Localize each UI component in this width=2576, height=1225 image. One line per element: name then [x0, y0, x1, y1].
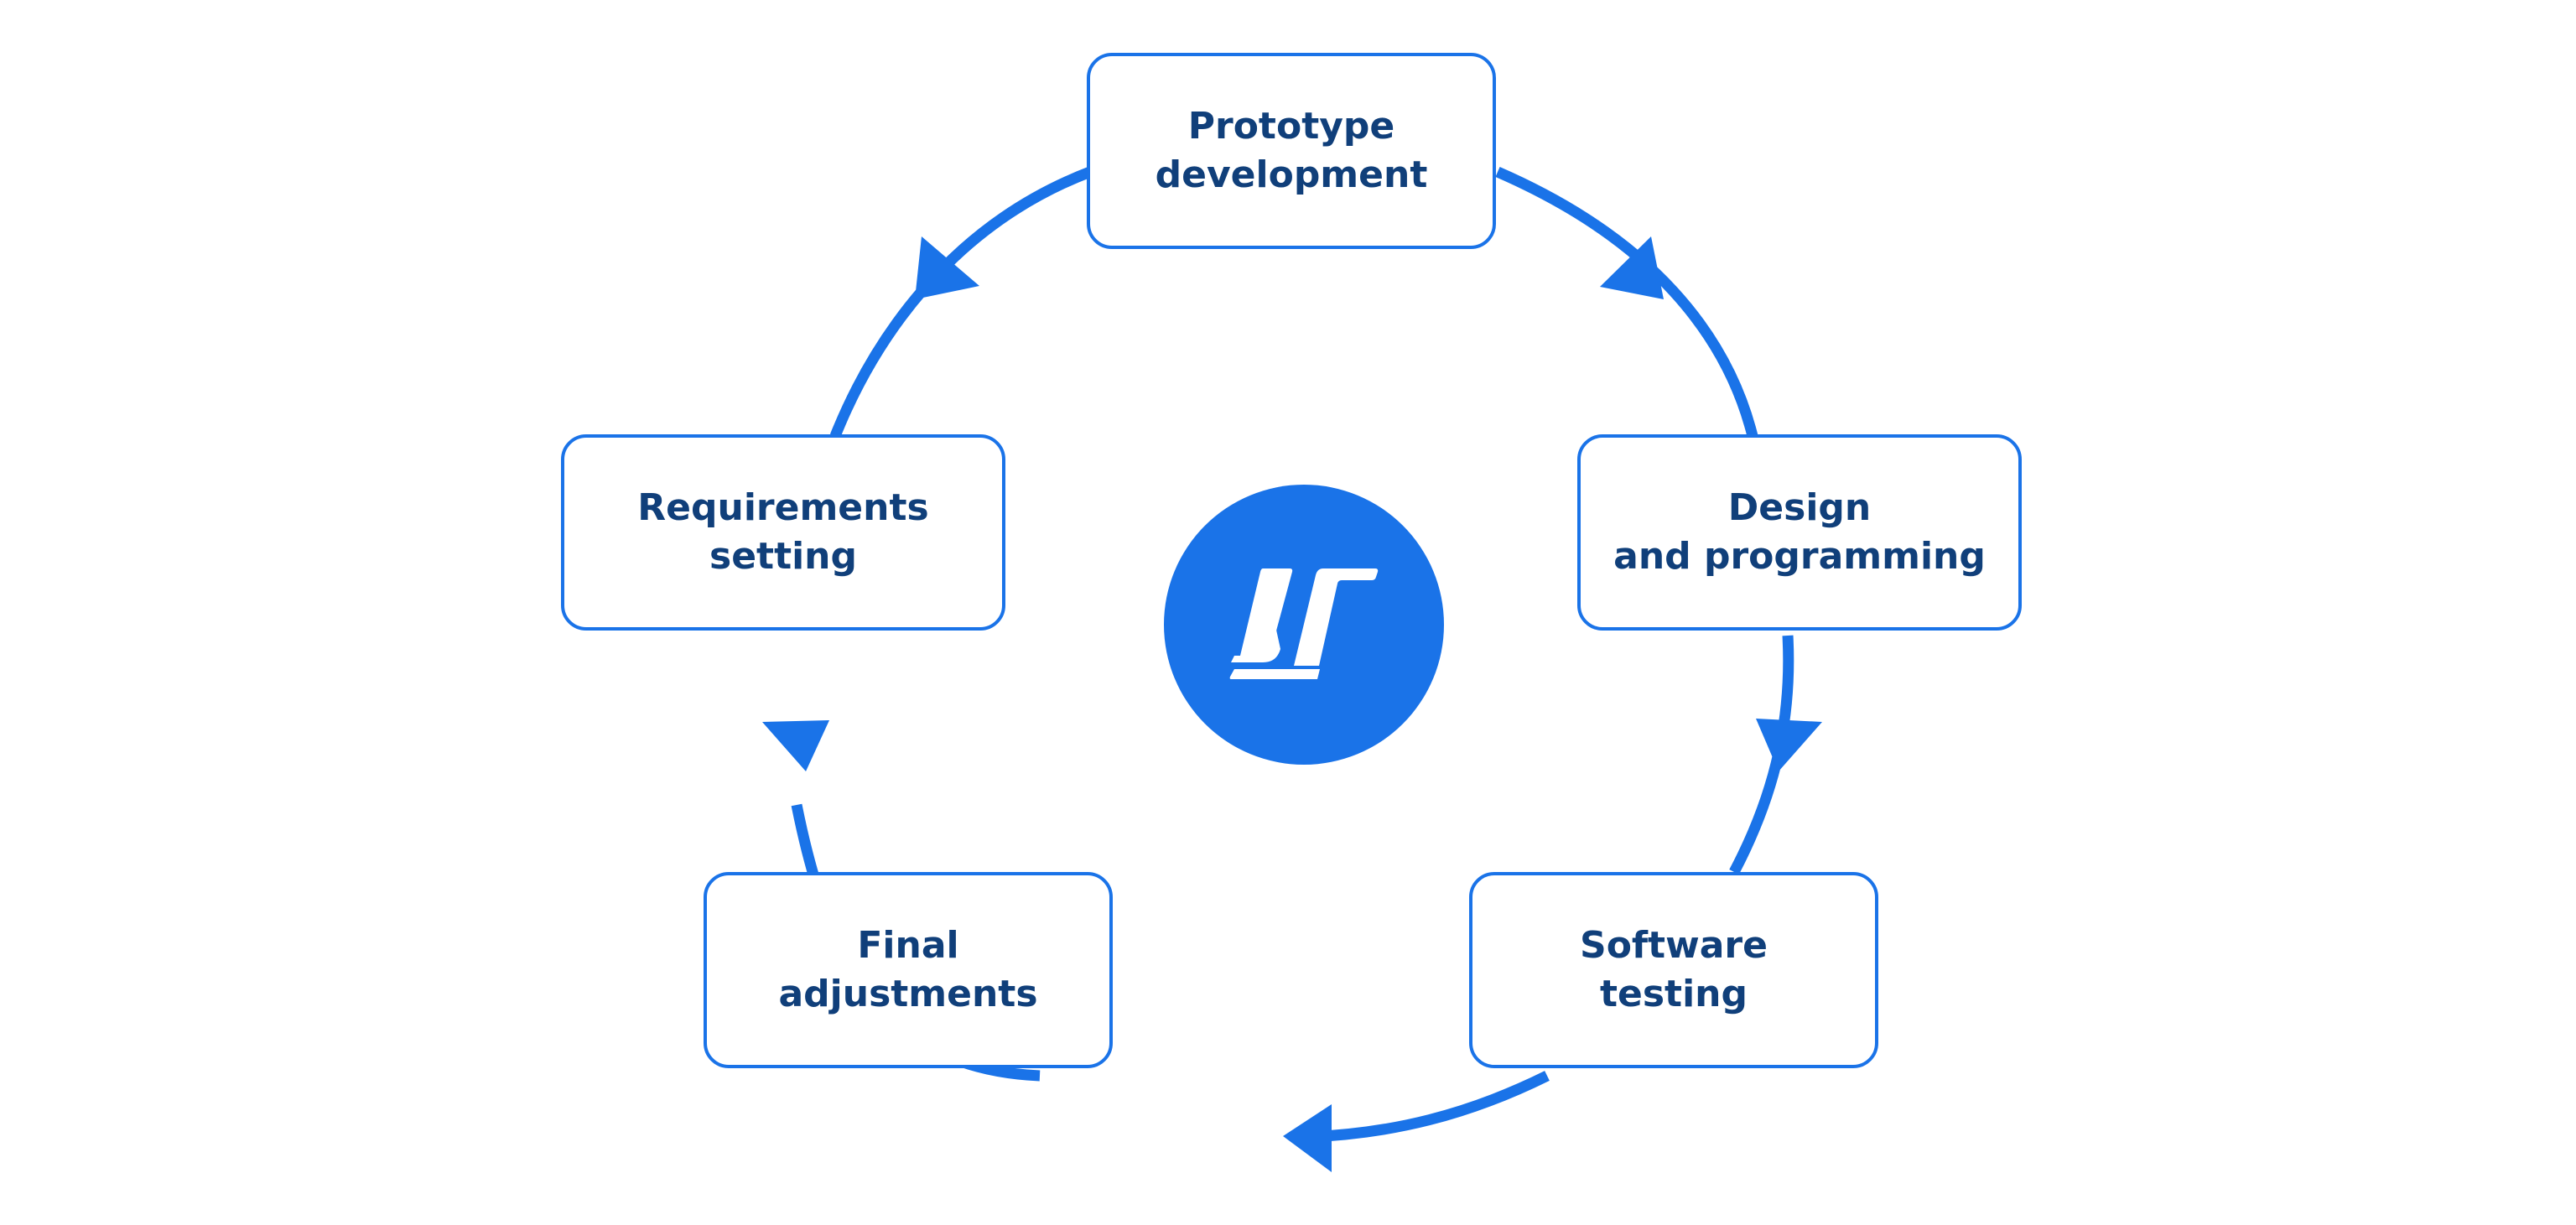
arrowhead-to-requirements — [762, 720, 829, 771]
arrowhead-to-final — [1283, 1104, 1332, 1172]
arrowhead-to-testing — [1756, 719, 1822, 771]
arrowhead-to-prototype — [915, 236, 979, 299]
brand-logo-icon — [1229, 568, 1379, 679]
step-requirements-setting: Requirements setting — [561, 434, 1005, 631]
step-label: Final adjustments — [778, 924, 1038, 1015]
step-design-and-programming: Design and programming — [1577, 434, 2022, 631]
connector-requirements-to-prototype — [829, 166, 1093, 439]
step-label: Requirements setting — [637, 486, 929, 578]
step-software-testing: Software testing — [1469, 872, 1878, 1068]
connector-prototype-to-design — [1495, 167, 1758, 438]
step-label: Design and programming — [1613, 486, 1986, 578]
step-final-adjustments: Final adjustments — [704, 872, 1113, 1068]
step-label: Prototype development — [1155, 105, 1428, 196]
connector-testing-to-final — [1307, 1071, 1550, 1143]
arrowhead-to-design — [1600, 236, 1664, 299]
step-prototype-development: Prototype development — [1087, 53, 1496, 249]
center-logo — [1164, 485, 1444, 765]
step-label: Software testing — [1580, 924, 1768, 1015]
